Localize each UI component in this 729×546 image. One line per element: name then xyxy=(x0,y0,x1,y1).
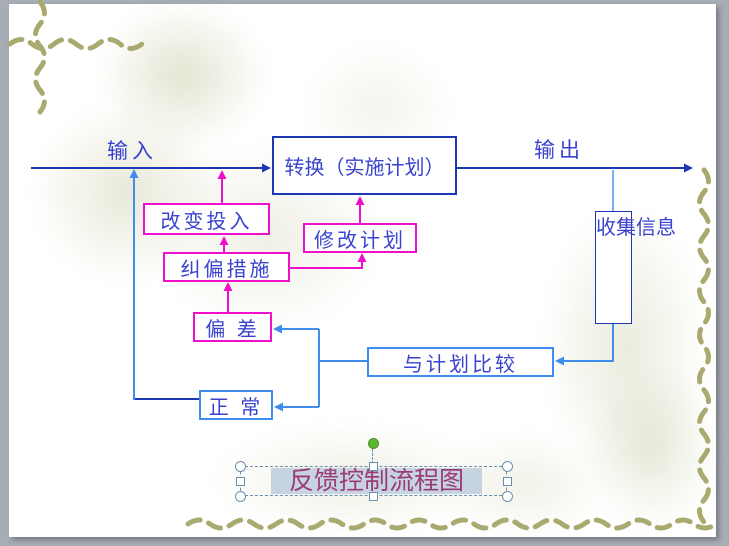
box-change-input-label: 改变投入 xyxy=(160,210,253,233)
box-normal-label: 正 常 xyxy=(208,396,264,419)
slide-title: 反馈控制流程图 xyxy=(288,466,464,495)
input-label[interactable]: 输入 xyxy=(107,140,157,163)
box-compare[interactable]: 与计划比较 xyxy=(367,347,554,377)
resize-handle-top-middle[interactable] xyxy=(369,462,378,471)
resize-handle-top-right[interactable] xyxy=(502,461,513,472)
box-modify-plan[interactable]: 修改计划 xyxy=(303,223,417,253)
box-compare-label: 与计划比较 xyxy=(403,353,518,376)
box-transform[interactable]: 转换（实施计划） xyxy=(272,136,457,195)
rotation-handle[interactable] xyxy=(368,438,379,449)
box-deviation[interactable]: 偏 差 xyxy=(193,312,272,342)
box-normal[interactable]: 正 常 xyxy=(199,390,273,420)
resize-handle-bottom-left[interactable] xyxy=(235,491,246,502)
box-corrective[interactable]: 纠偏措施 xyxy=(163,252,290,282)
resize-handle-middle-left[interactable] xyxy=(236,477,245,486)
box-modify-plan-label: 修改计划 xyxy=(314,229,406,252)
box-transform-label: 转换（实施计划） xyxy=(284,157,445,179)
resize-handle-bottom-middle[interactable] xyxy=(369,492,378,501)
box-corrective-label: 纠偏措施 xyxy=(180,258,273,281)
box-deviation-label: 偏 差 xyxy=(205,318,260,341)
rotation-handle-stem xyxy=(372,449,373,464)
resize-handle-top-left[interactable] xyxy=(235,461,246,472)
title-selection-highlight xyxy=(271,468,482,494)
output-label[interactable]: 输出 xyxy=(534,139,584,162)
box-collect-info[interactable]: 收集信息 xyxy=(595,211,676,324)
resize-handle-bottom-right[interactable] xyxy=(502,491,513,502)
resize-handle-middle-right[interactable] xyxy=(503,477,512,486)
box-change-input[interactable]: 改变投入 xyxy=(143,203,270,235)
